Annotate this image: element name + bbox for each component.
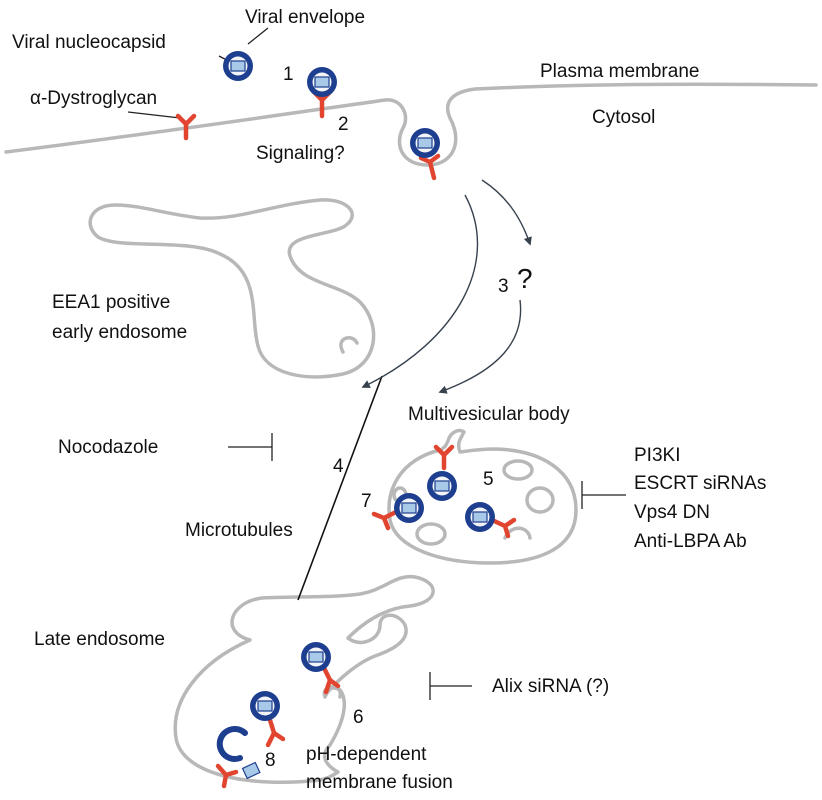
leader-alpha-dystroglycan (127, 111, 181, 119)
leader-viral-envelope (247, 27, 269, 45)
label-viral-nucleocapsid: Viral nucleocapsid (12, 32, 166, 53)
label-signaling: Signaling? (256, 143, 345, 164)
step-7: 7 (361, 491, 372, 512)
step-8: 8 (265, 750, 276, 771)
inhibitor-mvb-1: PI3KI (634, 445, 680, 466)
multivesicular-body (387, 428, 578, 565)
virus-mvb-left (371, 493, 424, 531)
label-alix-sirna: Alix siRNA (?) (492, 676, 609, 697)
label-late-endosome: Late endosome (34, 629, 165, 650)
late-endosome-bud (322, 685, 343, 699)
virus-endocytic-pit (410, 128, 441, 181)
virus-mvb-top (427, 444, 457, 501)
step-4: 4 (333, 456, 344, 477)
inhibitor-mvb-3: Vps4 DN (634, 502, 710, 523)
label-microtubules: Microtubules (185, 520, 293, 541)
virus-bound-receptor (307, 67, 337, 119)
early-endosome (88, 198, 376, 379)
step-3: 3 (498, 276, 509, 297)
label-eea1-line1: EEA1 positive (52, 292, 170, 313)
dystroglycan-receptor (175, 113, 197, 141)
label-multivesicular-body: Multivesicular body (408, 404, 570, 425)
virus-particle (223, 51, 253, 81)
alix-inhibition (429, 672, 472, 700)
released-nucleocapsid (241, 761, 261, 780)
label-eea1-line2: early endosome (52, 322, 187, 343)
mvb-intraluminal-vesicle (502, 459, 534, 481)
label-cytosol: Cytosol (592, 107, 655, 128)
virus-late-endosome-upper (301, 642, 341, 695)
mvb-intraluminal-vesicle (415, 522, 447, 546)
route-arrow-from-unknown (438, 299, 522, 394)
route-arrow-unknown (481, 179, 532, 246)
label-fusion-line2: membrane fusion (306, 772, 453, 793)
virus-mvb-right (465, 502, 517, 539)
label-fusion-line1: pH-dependent (306, 744, 427, 765)
early-endosome-bud (339, 336, 359, 354)
inhibitor-mvb-2: ESCRT siRNAs (634, 473, 766, 494)
step-5: 5 (483, 469, 494, 490)
mvb-inhibition (581, 481, 626, 509)
label-viral-envelope: Viral envelope (245, 7, 365, 28)
virus-late-endosome-lower (250, 691, 286, 748)
label-unknown-route: ? (517, 263, 533, 294)
label-plasma-membrane: Plasma membrane (540, 61, 699, 82)
route-arrow-to-mvb (361, 194, 479, 388)
label-alpha-dystroglycan: α-Dystroglycan (30, 88, 157, 109)
step-2: 2 (338, 114, 349, 135)
fusing-virus (215, 726, 261, 789)
step-6: 6 (353, 707, 364, 728)
microtubule-track (297, 375, 383, 601)
mvb-intraluminal-vesicle (525, 486, 555, 514)
label-nocodazole: Nocodazole (58, 437, 158, 458)
inhibitor-mvb-4: Anti-LBPA Ab (634, 531, 747, 552)
nocodazole-inhibition (228, 433, 273, 461)
step-1: 1 (283, 64, 294, 85)
